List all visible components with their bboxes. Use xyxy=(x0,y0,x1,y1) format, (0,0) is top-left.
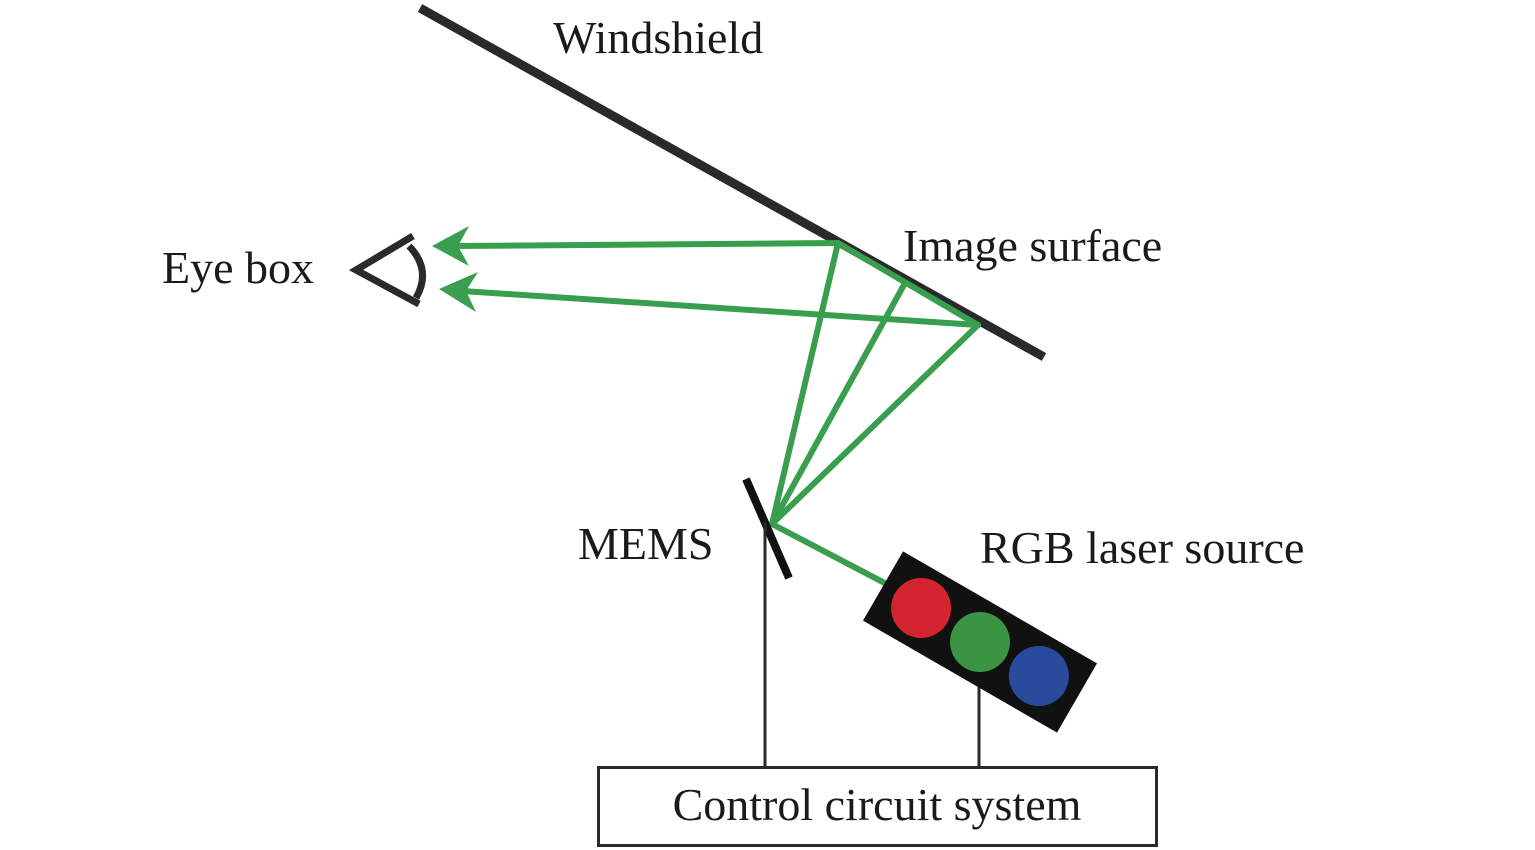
control-circuit-system-label: Control circuit system xyxy=(673,779,1082,830)
image-surface-label: Image surface xyxy=(903,220,1162,271)
beam-laser-to-mems xyxy=(769,521,901,593)
green-laser-icon xyxy=(950,612,1010,672)
mems-mirror xyxy=(742,477,793,580)
beam-to-eye-upper xyxy=(452,240,841,249)
rgb-laser-source xyxy=(863,551,1097,733)
windshield-label: Windshield xyxy=(553,12,763,63)
eye-icon xyxy=(348,232,427,308)
arrow-head-icon xyxy=(439,272,478,312)
blue-laser-icon xyxy=(1008,646,1069,706)
projection-beams xyxy=(452,240,981,593)
control-circuit-box xyxy=(597,766,1158,847)
beam-image-surface xyxy=(835,240,981,328)
windshield-line xyxy=(417,4,1047,361)
eye-box-label: Eye box xyxy=(162,242,314,293)
mems-label: MEMS xyxy=(578,518,713,569)
arrow-head-icon xyxy=(432,226,469,266)
beam-mems-to-surface-2 xyxy=(769,280,908,527)
beam-to-eye-lower xyxy=(459,288,981,328)
beam-mems-to-surface-3 xyxy=(769,322,981,527)
beam-mems-to-surface-1 xyxy=(769,240,841,527)
red-laser-icon xyxy=(891,578,952,638)
rgb-laser-source-label: RGB laser source xyxy=(980,522,1304,573)
